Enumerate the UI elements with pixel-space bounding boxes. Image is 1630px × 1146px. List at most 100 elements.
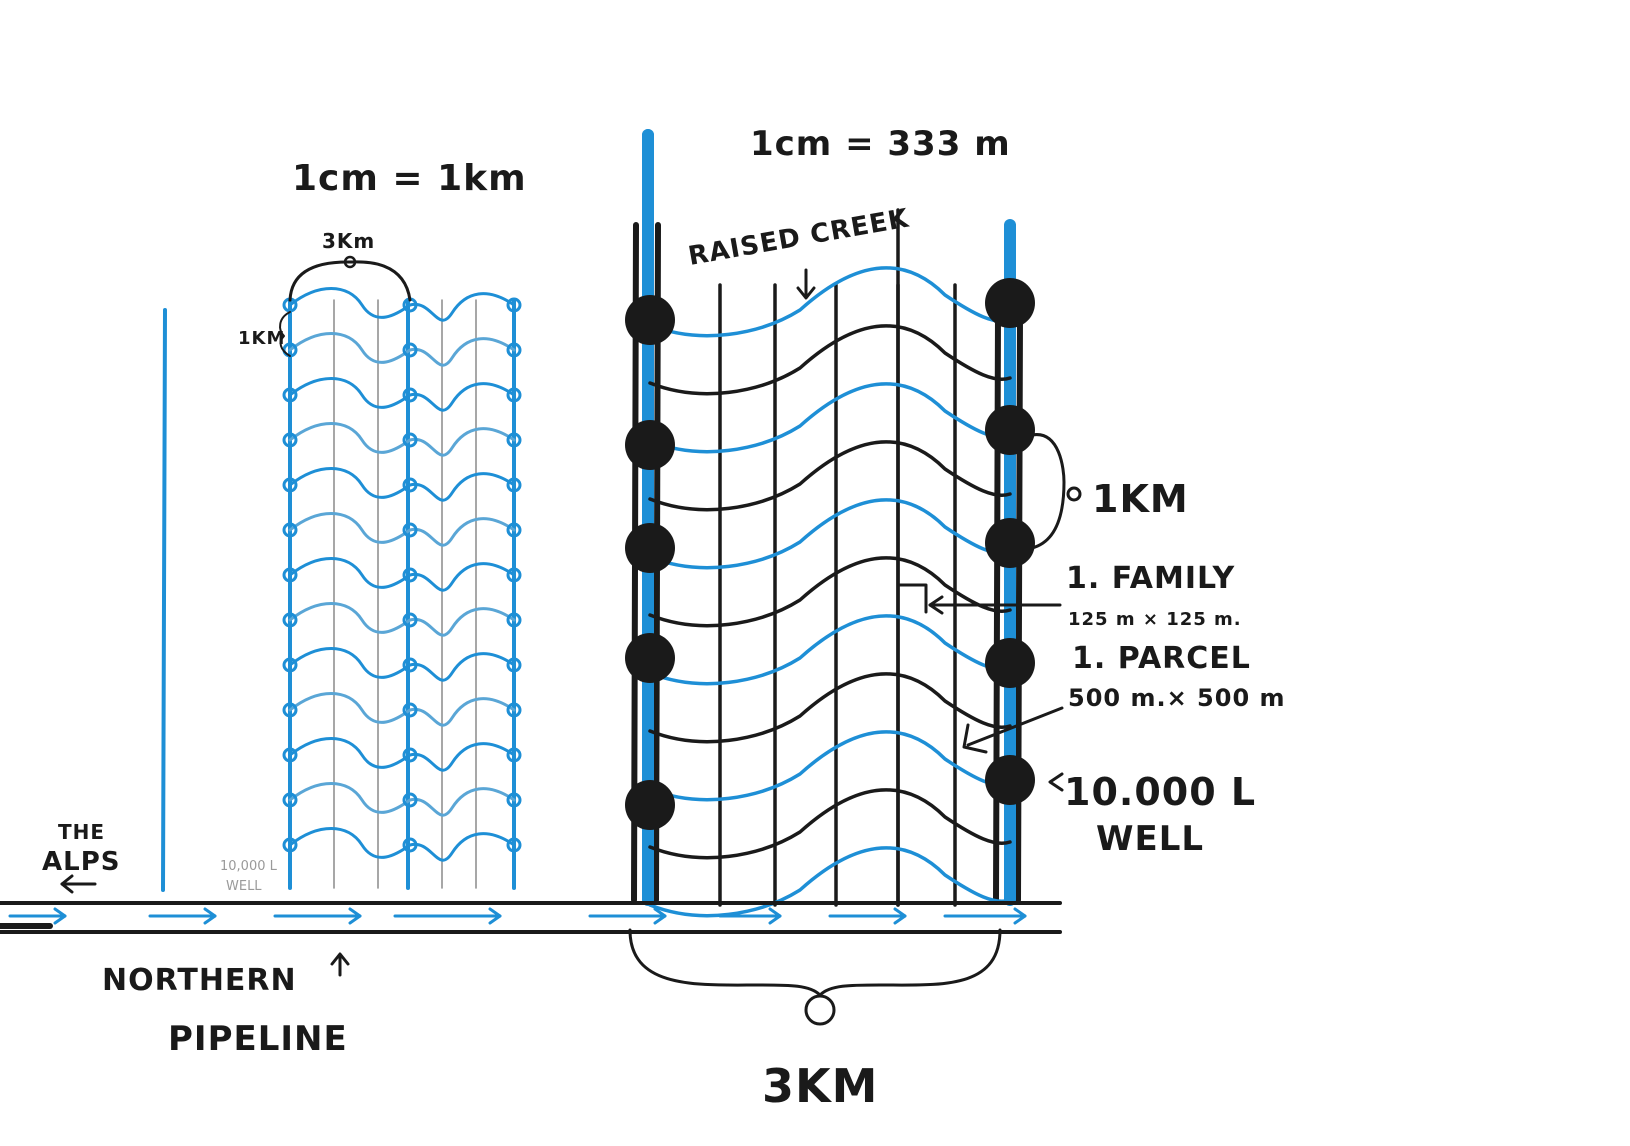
small-well-marker [402, 702, 418, 718]
small-well-marker [282, 702, 298, 718]
raised-creek-label: RAISED CREEK [686, 204, 912, 272]
black-road [648, 440, 1012, 512]
small-well-marker [506, 387, 522, 403]
small-well-marker [506, 432, 522, 448]
well-word: WELL [1096, 819, 1204, 859]
row-road [288, 332, 516, 367]
alps-the: THE [58, 820, 105, 844]
row-road [288, 647, 516, 682]
row-road [288, 737, 516, 772]
creek-bank [993, 312, 1001, 903]
raised-creek-arrowhead [796, 286, 816, 300]
alps-arrowhead [60, 874, 74, 894]
row-road [288, 557, 516, 592]
flow-arrowhead [488, 907, 502, 925]
small-well-marker [506, 747, 522, 763]
black-road [648, 556, 1012, 628]
small-well-marker [282, 612, 298, 628]
alps-name: ALPS [42, 847, 120, 877]
small-well-marker [506, 477, 522, 493]
blue-road [648, 266, 1012, 338]
left-height-label: 1KM [238, 328, 285, 349]
large-well-marker [985, 278, 1035, 328]
left-width-label: 3Km [322, 229, 375, 253]
scale-label-right: 1cm = 333 m [750, 124, 1011, 164]
large-well-marker [985, 405, 1035, 455]
black-road [648, 788, 1012, 860]
small-well-marker [402, 657, 418, 673]
spacing-1km-label: 1KM [1092, 477, 1189, 521]
large-well-marker [625, 523, 675, 573]
large-well-marker [625, 633, 675, 683]
row-road [288, 782, 516, 817]
small-well-marker [402, 387, 418, 403]
small-well-marker [282, 387, 298, 403]
spacing-bracket-loop [1066, 486, 1082, 502]
pipeline-label-arrowhead [330, 952, 350, 966]
family-pointer-head [928, 595, 944, 615]
parcel-pointer [966, 706, 1064, 747]
small-well-marker [282, 477, 298, 493]
flow-arrowhead [653, 907, 667, 925]
black-road [648, 324, 1012, 396]
creek-bank [1015, 312, 1023, 903]
flow-arrowhead [1013, 907, 1027, 925]
large-well-marker [985, 518, 1035, 568]
row-road [288, 602, 516, 637]
row-road [288, 467, 516, 502]
parcel-pointer-head [962, 723, 988, 754]
small-well-marker [506, 792, 522, 808]
width-bracket [288, 260, 412, 302]
width-bracket-bottom [628, 928, 1002, 997]
small-well-marker [506, 702, 522, 718]
family-plot-outline [896, 583, 928, 614]
small-well-marker [506, 657, 522, 673]
left-settlement-grid [161, 255, 522, 892]
small-well-title: 10,000 L [220, 859, 278, 874]
small-well-marker [402, 522, 418, 538]
large-well-marker [985, 638, 1035, 688]
bottom-width-label: 3KM [762, 1059, 878, 1113]
row-road [288, 512, 516, 547]
height-bracket [279, 311, 291, 357]
small-well-marker [282, 792, 298, 808]
flow-arrowhead [203, 907, 217, 925]
small-well-marker [402, 792, 418, 808]
row-road [288, 377, 516, 412]
small-well-marker [402, 432, 418, 448]
parcel-title: 1. PARCEL [1072, 641, 1251, 676]
blue-road [648, 382, 1012, 454]
small-well-marker [282, 837, 298, 853]
flow-arrowhead [348, 907, 362, 925]
flow-arrowhead [53, 907, 67, 925]
small-well-marker [282, 747, 298, 763]
row-road [288, 827, 516, 862]
small-well-marker [402, 342, 418, 358]
small-well-marker [506, 297, 522, 313]
lone-creek-line [161, 308, 167, 892]
blue-road [648, 730, 1012, 802]
large-well-marker [625, 780, 675, 830]
small-well-marker [506, 342, 522, 358]
small-well-marker [402, 477, 418, 493]
well-pointer-head [1048, 772, 1064, 792]
blue-road [648, 614, 1012, 686]
row-road [288, 287, 516, 322]
pipeline-line2: PIPELINE [168, 1019, 348, 1059]
family-title: 1. FAMILY [1066, 561, 1235, 596]
flow-arrowhead [893, 907, 907, 925]
row-road [288, 692, 516, 727]
northern-pipeline [0, 874, 1062, 1026]
small-well-marker [506, 612, 522, 628]
pipeline-line1: NORTHERN [102, 963, 297, 998]
well-title: 10.000 L [1064, 770, 1256, 814]
small-well-marker [282, 567, 298, 583]
small-well-marker [506, 837, 522, 853]
parcel-size: 500 m.× 500 m [1068, 684, 1286, 712]
large-well-marker [625, 420, 675, 470]
small-well-marker [282, 432, 298, 448]
flow-arrowhead [768, 907, 782, 925]
blue-road [648, 498, 1012, 570]
small-well-marker [402, 567, 418, 583]
